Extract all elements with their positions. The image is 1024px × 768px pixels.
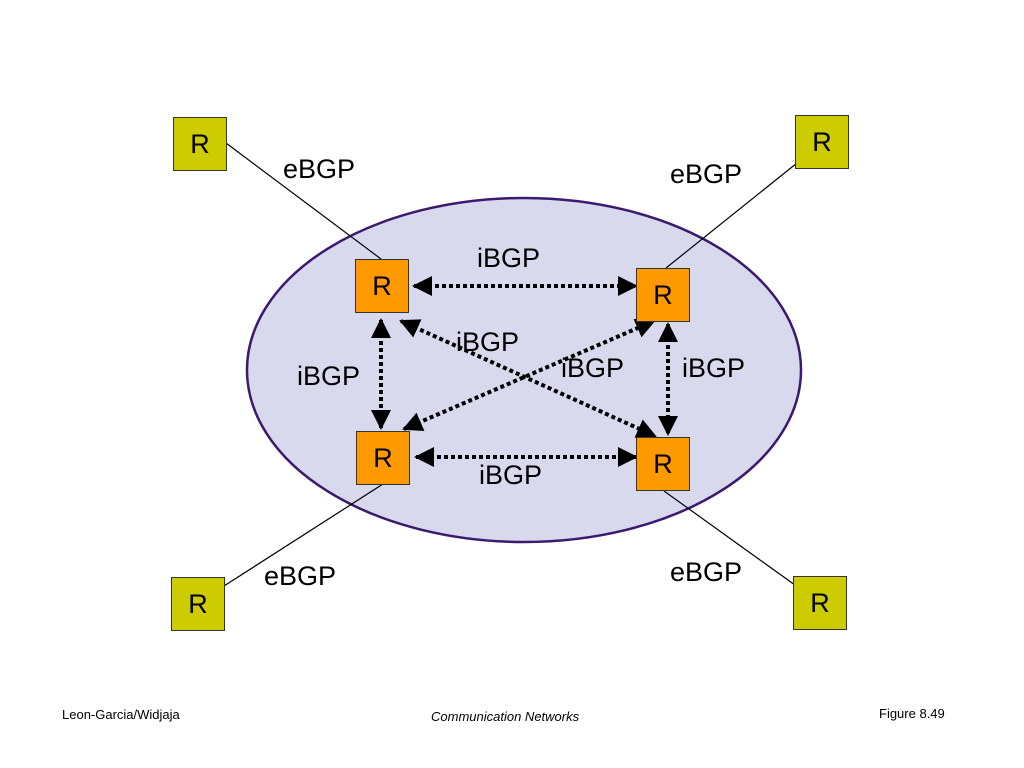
router-outer-bottom-left: R (171, 577, 225, 631)
router-inner-bottom-right: R (636, 437, 690, 491)
router-outer-top-right: R (795, 115, 849, 169)
router-outer-top-left: R (173, 117, 227, 171)
ebgp-link-bottom-left (223, 483, 384, 587)
footer-book-title: Communication Networks (431, 709, 580, 724)
ebgp-link-top-left (225, 142, 382, 260)
router-inner-top-right: R (636, 268, 690, 322)
ibgp-label-bottom: iBGP (479, 460, 543, 490)
footer-figure-number: Figure 8.49 (879, 706, 945, 721)
ebgp-label-bottom-left: eBGP (264, 561, 337, 591)
router-outer-bottom-right: R (793, 576, 847, 630)
ebgp-label-bottom-right: eBGP (670, 557, 743, 587)
ebgp-label-top-right: eBGP (670, 159, 743, 189)
ebgp-label-top-left: eBGP (283, 154, 356, 184)
ibgp-label-diagonal-right: iBGP (561, 353, 625, 383)
ibgp-label-diagonal-left: iBGP (456, 327, 520, 357)
ibgp-label-top: iBGP (477, 243, 541, 273)
ibgp-label-right: iBGP (682, 353, 746, 383)
footer-author: Leon-Garcia/Widjaja (62, 707, 180, 722)
ibgp-label-left: iBGP (297, 361, 361, 391)
router-inner-top-left: R (355, 259, 409, 313)
ibgp-link-diagonal-up (402, 318, 656, 432)
router-inner-bottom-left: R (356, 431, 410, 485)
